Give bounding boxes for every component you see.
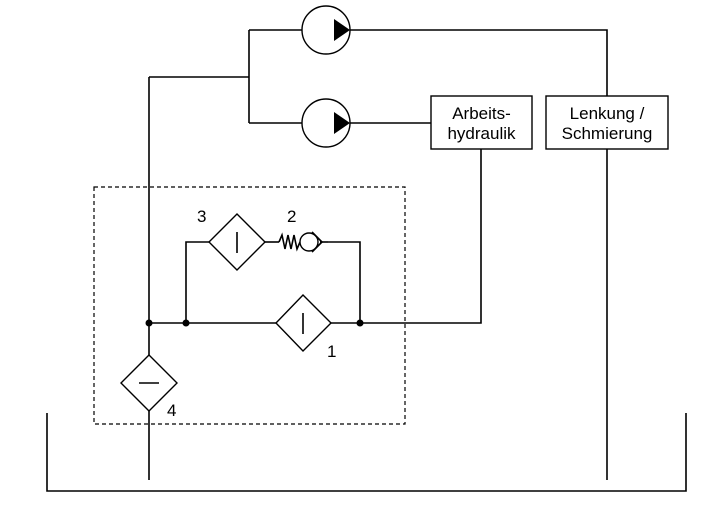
main-filter-number: 1 [327, 342, 336, 361]
pump-bottom-icon [301, 98, 351, 148]
work-hydraulics-return-line [360, 149, 482, 324]
secondary-filter-number: 3 [197, 207, 206, 226]
bypass-branch-right [328, 241, 361, 323]
check-valve-icon [278, 231, 324, 253]
suction-filter-number: 4 [167, 401, 176, 420]
steering-lubrication-label-line2: Schmierung [562, 124, 653, 143]
pump-top-icon [301, 5, 351, 55]
steering-pressure-line [350, 29, 608, 96]
check-valve-number: 2 [287, 207, 296, 226]
filter-unit-boundary [93, 186, 406, 425]
junction-dot [145, 319, 153, 327]
work-hydraulics-label-line1: Arbeits- [452, 104, 511, 123]
work-hydraulics-label-line2: hydraulik [447, 124, 516, 143]
junction-dot [182, 319, 190, 327]
tank-outline [46, 413, 687, 492]
steering-lubrication-label-line1: Lenkung / [570, 104, 645, 123]
main-filter-icon [275, 294, 332, 352]
suction-filter-icon [120, 354, 178, 412]
bypass-branch-left [185, 241, 209, 323]
secondary-filter-icon [208, 213, 266, 271]
junction-dot [356, 319, 364, 327]
